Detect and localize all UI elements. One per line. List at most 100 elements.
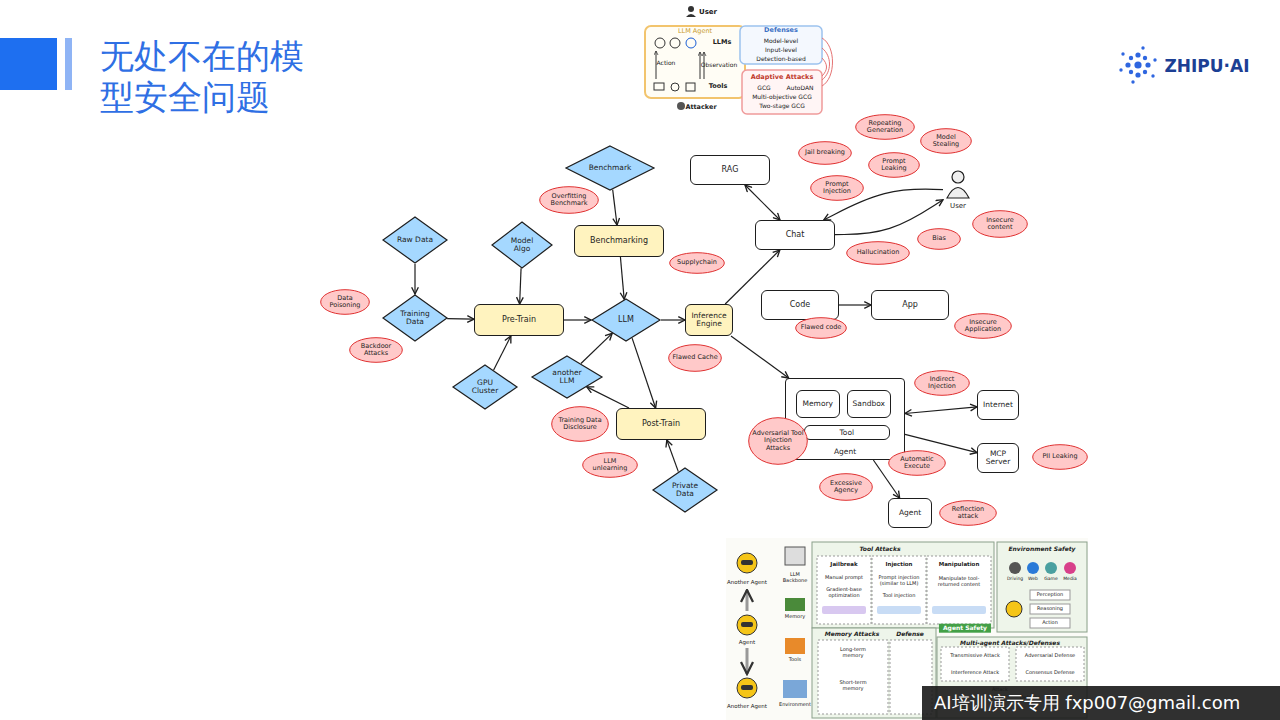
ellipse-outline	[918, 229, 961, 250]
risk-ellipse: Excessive Agency	[819, 473, 873, 501]
ellipse-outline	[889, 451, 946, 476]
figure-label: Action	[1042, 620, 1058, 626]
figure-label: Memory	[785, 614, 805, 620]
risk-ellipse: Bias	[917, 228, 961, 250]
agent-container: AgentMemorySandboxTool	[785, 378, 905, 460]
node-text: Private Data	[664, 482, 706, 499]
flow-arrow	[667, 440, 679, 472]
node-text: Code	[790, 301, 810, 310]
logo-dot	[1145, 62, 1150, 67]
risk-ellipse: Training Data Disclosure	[551, 406, 609, 442]
ellipse-outline	[811, 176, 864, 201]
input-diamond: Raw Data	[382, 216, 448, 264]
ellipse-outline	[921, 129, 972, 154]
process-box: Benchmarking	[574, 225, 664, 257]
node-text: Insecure Application	[957, 319, 1008, 333]
flow-arrow	[725, 250, 780, 304]
attack-curve	[822, 38, 833, 86]
flow-arrow	[414, 264, 415, 294]
ellipse-outline	[1033, 445, 1088, 470]
flow-arrow	[656, 51, 657, 79]
figure-label: Another Agent	[727, 703, 767, 709]
risk-ellipse: Hallucination	[846, 241, 910, 265]
logo-dot	[1135, 52, 1140, 57]
node-text: App	[902, 301, 918, 310]
risk-ellipse: Insecure Application	[954, 313, 1012, 339]
node-text: Flawed Cache	[672, 354, 717, 361]
flow-arrow	[905, 434, 977, 452]
robot-icon	[737, 678, 757, 698]
risk-ellipse: Backdoor Attacks	[349, 337, 403, 363]
flow-arrow	[447, 318, 474, 320]
ellipse-outline	[350, 338, 403, 363]
node-text: Raw Data	[397, 236, 433, 244]
diamond-outline	[653, 468, 717, 512]
figure-label: Consensus Defense	[1025, 670, 1074, 676]
figure-label: Media	[1063, 577, 1077, 582]
figure-label: Interference Attack	[951, 670, 999, 676]
node-text: Jail breaking	[805, 149, 845, 156]
flow-arrow	[873, 460, 899, 498]
figure-label: Long-term memory	[831, 647, 875, 658]
node-text: User	[950, 203, 966, 211]
figure-label: Model-level	[764, 38, 798, 45]
figure-label: Jailbreak	[830, 561, 857, 567]
figure-label: LLM Backbone	[779, 572, 811, 583]
node-text: MCP Server	[979, 450, 1017, 467]
attack-curve	[822, 58, 827, 76]
figure-label: GCG	[757, 85, 771, 92]
risk-ellipse: Prompt Injection	[810, 175, 864, 201]
node-text: Training Data	[394, 310, 436, 327]
component-box: App	[871, 290, 949, 320]
tool-icon	[686, 83, 695, 91]
component-box: Memory	[796, 390, 840, 418]
figure-label: Short-term memory	[831, 680, 875, 691]
risk-ellipse: Reflection attack	[939, 500, 997, 526]
node-text: Backdoor Attacks	[352, 343, 400, 357]
figure-label: Adaptive Attacks	[751, 74, 814, 81]
logo-dot	[1125, 62, 1130, 67]
figure-label: Another Agent	[727, 579, 767, 585]
component-box: Tool	[804, 425, 890, 440]
user-icon: User	[943, 169, 973, 211]
flow-arrow	[824, 189, 943, 220]
flow-arrow	[632, 338, 656, 408]
figure-label: Adversarial Defense	[1025, 653, 1075, 659]
stage-box	[1030, 618, 1070, 628]
component-box: Sandbox	[847, 390, 891, 418]
risk-ellipse: Overfitting Benchmark	[539, 186, 599, 214]
ellipse-outline	[669, 345, 722, 372]
flow-arrow	[905, 407, 977, 414]
diamond-outline	[566, 146, 654, 190]
figure-label: User	[699, 9, 717, 17]
component-box: Code	[761, 290, 839, 320]
flow-arrow	[746, 590, 749, 611]
node-text: Overfitting Benchmark	[543, 193, 596, 207]
logo-dot	[1135, 72, 1140, 77]
node-text: Sandbox	[853, 400, 885, 408]
model-logo	[670, 38, 680, 48]
robot-eyes	[741, 560, 753, 565]
ellipse-outline	[940, 501, 997, 526]
figure-label: Agent	[739, 639, 755, 645]
logo-dot	[1129, 70, 1133, 74]
node-text: PII Leaking	[1042, 453, 1077, 460]
attack-curve	[822, 48, 830, 80]
sub-panel	[927, 556, 991, 624]
node-text: Tool	[840, 429, 855, 437]
ellipse-outline	[540, 187, 599, 214]
ellipse-outline	[955, 314, 1012, 339]
node-text: another LLM	[544, 369, 590, 386]
title-bar	[65, 38, 72, 90]
risk-ellipse: LLM unlearning	[582, 452, 638, 478]
sub-panel	[1016, 647, 1084, 681]
tool-icon	[671, 83, 679, 91]
node-text: Prompt Injection	[813, 181, 861, 195]
defense-frame	[740, 26, 822, 64]
logo-dot	[1131, 80, 1134, 83]
figure-label: Environment	[779, 702, 811, 708]
figure-label: Transmissive Attack	[950, 653, 1000, 659]
robot-icon	[737, 553, 757, 573]
node-text: Training Data Disclosure	[554, 417, 605, 431]
flow-arrow	[581, 333, 612, 363]
